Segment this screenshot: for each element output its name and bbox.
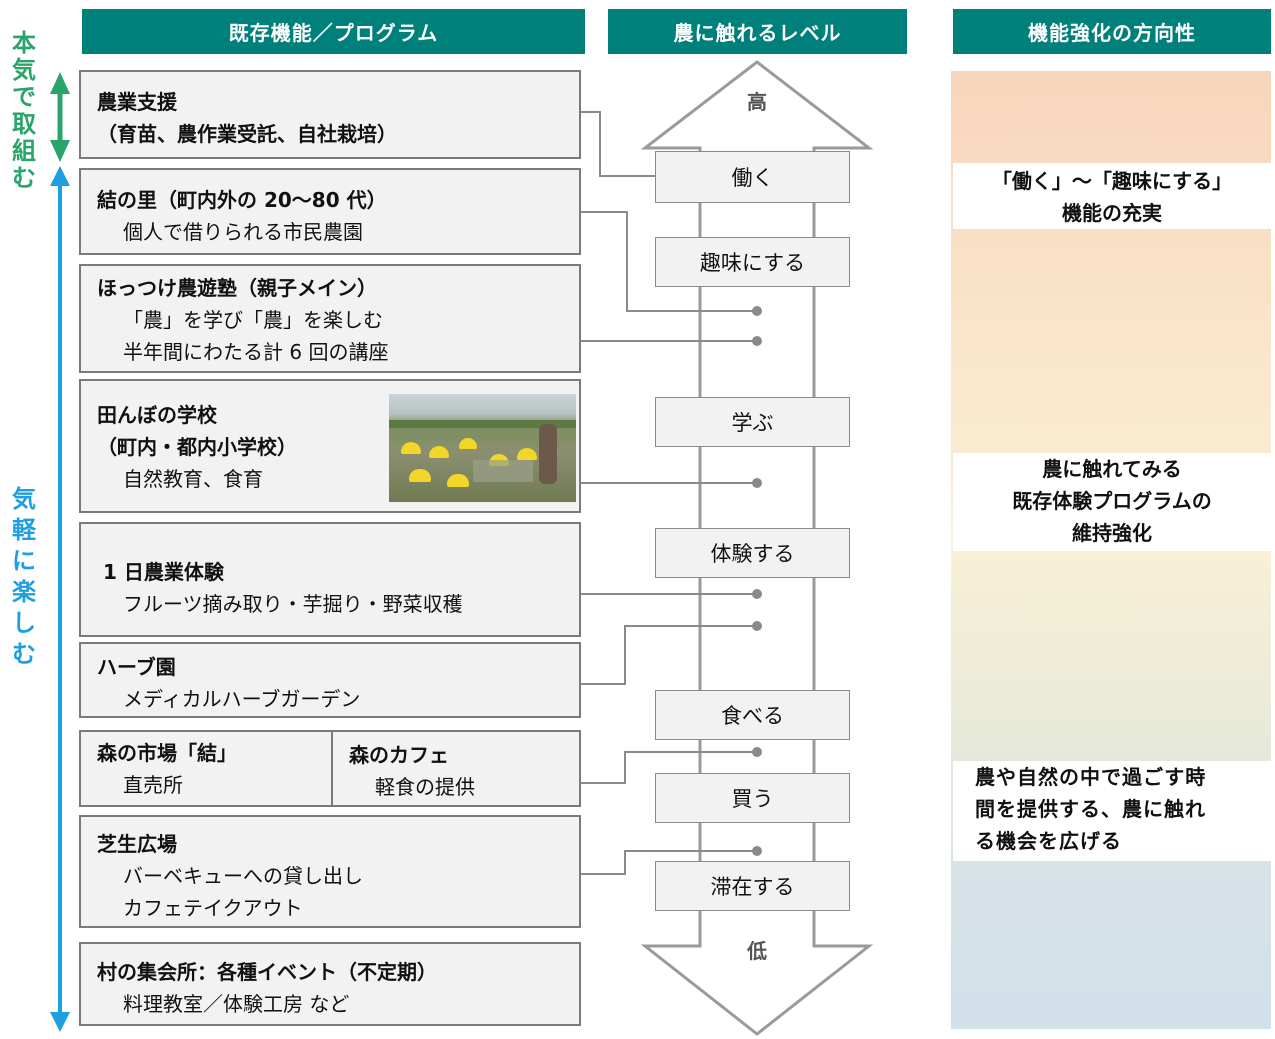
side-char: 取: [12, 110, 36, 138]
side-char: 軽: [12, 516, 36, 544]
rice-field-photo: [389, 394, 576, 502]
level-work: 働く: [655, 151, 850, 203]
side-char: 気: [12, 485, 36, 513]
program-sub: 自然教育、食育: [123, 467, 263, 491]
level-experience: 体験する: [655, 528, 850, 578]
level-stay: 滞在する: [655, 861, 850, 911]
program-sub: 料理教室／体験工房 など: [123, 992, 350, 1016]
side-char: む: [12, 164, 36, 192]
program-title-sub: （町内・都内小学校）: [97, 435, 297, 459]
header-direction: 機能強化の方向性: [953, 9, 1271, 54]
program-title: 森のカフェ: [349, 743, 449, 767]
program-sub: 個人で借りられる市民農園: [123, 220, 363, 244]
side-char: に: [12, 547, 36, 575]
program-yui-no-sato: 結の里（町内外の 20～80 代） 個人で借りられる市民農園: [79, 168, 581, 255]
side-char: 組: [12, 137, 36, 165]
program-title: 森の市場「結」: [97, 741, 237, 765]
level-buy: 買う: [655, 773, 850, 823]
program-sub: メディカルハーブガーデン: [123, 687, 361, 711]
side-char: し: [12, 609, 36, 637]
side-char: 楽: [12, 578, 36, 606]
program-herb-garden: ハーブ園 メディカルハーブガーデン: [79, 642, 581, 718]
direction-line: る機会を広げる: [975, 829, 1122, 853]
label-high: 高: [747, 90, 767, 114]
header-level: 農に触れるレベル: [608, 9, 907, 54]
program-sub: バーベキューへの貸し出し: [123, 864, 363, 888]
side-label-casual: 気 軽 に 楽 し む: [6, 480, 42, 674]
side-char: 気: [12, 56, 36, 84]
program-tanbo-school: 田んぼの学校 （町内・都内小学校） 自然教育、食育: [79, 379, 581, 513]
program-agri-support: 農業支援 （育苗、農作業受託、自社栽培）: [79, 70, 581, 159]
direction-line: 農に触れてみる: [1042, 457, 1182, 481]
side-char: む: [12, 640, 36, 668]
program-sub: 「農」を学び「農」を楽しむ: [123, 308, 383, 332]
program-title: 村の集会所：各種イベント（不定期）: [97, 960, 437, 984]
program-lawn-plaza: 芝生広場 バーベキューへの貸し出し カフェテイクアウト: [79, 815, 581, 928]
label-low: 低: [747, 939, 767, 963]
program-sub: 直売所: [123, 773, 183, 797]
program-forest-cafe: 森のカフェ 軽食の提供: [331, 730, 581, 807]
direction-work-hobby: 「働く」～「趣味にする」 機能の充実: [953, 163, 1271, 229]
direction-expand-opportunities: 農や自然の中で過ごす時 間を提供する、農に触れ る機会を広げる: [953, 761, 1271, 861]
level-hobby: 趣味にする: [655, 237, 850, 287]
program-forest-market: 森の市場「結」 直売所: [79, 730, 333, 807]
direction-line: 既存体験プログラムの: [1012, 489, 1212, 513]
direction-line: 維持強化: [1072, 521, 1152, 545]
program-title: 田んぼの学校: [97, 403, 217, 427]
side-label-serious: 本 気 で 取 組 む: [6, 30, 42, 192]
direction-line: 間を提供する、農に触れ: [975, 797, 1206, 821]
program-title: 農業支援: [97, 90, 177, 114]
program-title: ハーブ園: [97, 655, 176, 679]
program-title: 1 日農業体験: [103, 560, 224, 584]
level-learn: 学ぶ: [655, 397, 850, 447]
program-hottsuke-juku: ほっつけ農遊塾（親子メイン） 「農」を学び「農」を楽しむ 半年間にわたる計 6 …: [79, 264, 581, 373]
program-title: ほっつけ農遊塾（親子メイン）: [97, 276, 377, 300]
side-char: で: [12, 83, 36, 111]
program-sub: カフェテイクアウト: [123, 896, 303, 920]
header-programs: 既存機能／プログラム: [82, 9, 585, 54]
program-sub: 軽食の提供: [375, 775, 475, 799]
program-sub: （育苗、農作業受託、自社栽培）: [97, 122, 397, 146]
direction-line: 農や自然の中で過ごす時: [975, 765, 1207, 789]
direction-maintain-programs: 農に触れてみる 既存体験プログラムの 維持強化: [953, 453, 1271, 551]
program-sub: フルーツ摘み取り・芋掘り・野菜収穫: [123, 592, 463, 616]
program-sub: 半年間にわたる計 6 回の講座: [123, 340, 389, 364]
program-title: 芝生広場: [97, 832, 177, 856]
program-village-hall: 村の集会所：各種イベント（不定期） 料理教室／体験工房 など: [79, 942, 581, 1026]
side-char: 本: [12, 29, 36, 57]
program-one-day-experience: 1 日農業体験 フルーツ摘み取り・芋掘り・野菜収穫: [79, 522, 581, 637]
direction-line: 機能の充実: [1062, 201, 1162, 225]
level-eat: 食べる: [655, 690, 850, 740]
direction-line: 「働く」～「趣味にする」: [991, 169, 1233, 193]
program-title: 結の里（町内外の 20～80 代）: [97, 188, 387, 212]
